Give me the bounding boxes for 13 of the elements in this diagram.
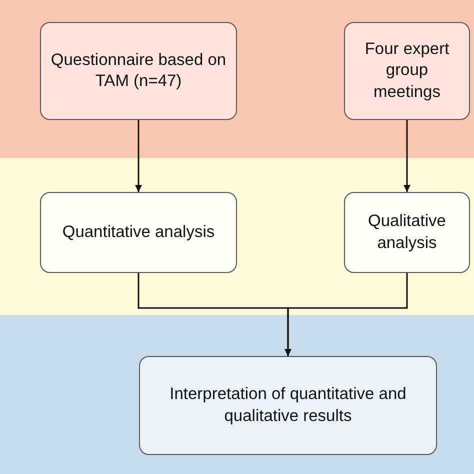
process-box — [344, 22, 470, 120]
arrow — [284, 273, 408, 356]
box-label: Quantitative analysis — [62, 222, 215, 243]
process-box — [40, 22, 237, 120]
box-label: Qualitative analysis — [367, 211, 447, 254]
process-box — [40, 192, 237, 273]
box-label: Interpretation of quantitative and qualitative results — [168, 384, 408, 426]
box-label: Questionnaire based on TAM (n=47) — [50, 50, 228, 92]
process-box — [139, 356, 437, 455]
arrow — [404, 120, 410, 192]
process-box — [344, 192, 470, 273]
box-label: Four expert group meetings — [364, 38, 450, 103]
arrow — [135, 120, 142, 192]
